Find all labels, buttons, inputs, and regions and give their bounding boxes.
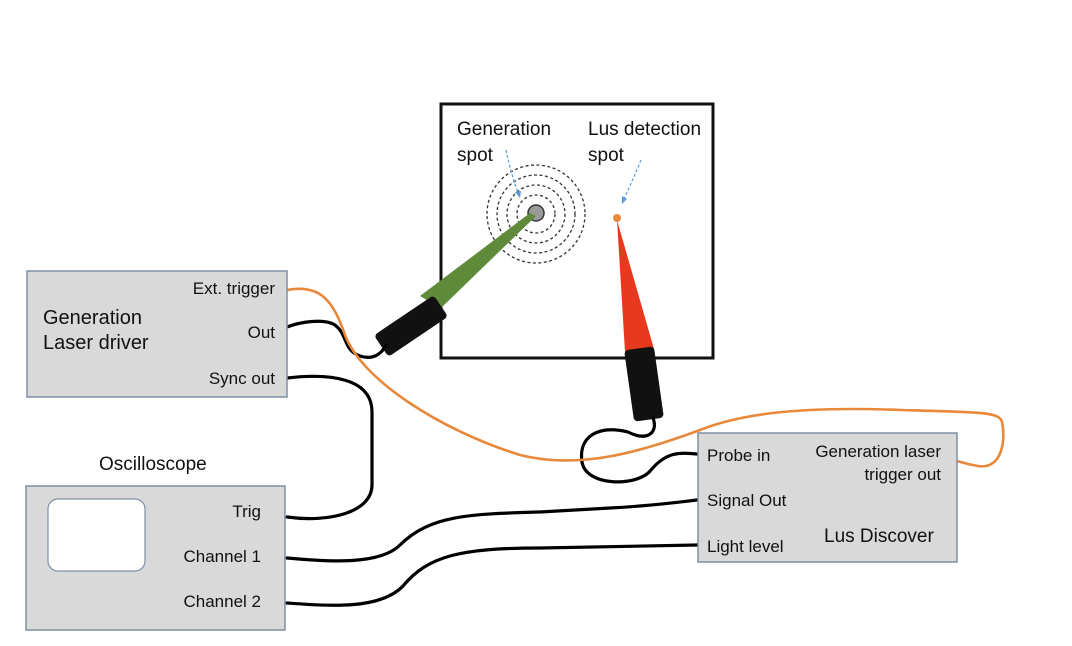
out-port: Out bbox=[248, 323, 276, 342]
oscilloscope-screen bbox=[47, 498, 146, 572]
laser-driver-title-line1: Generation bbox=[43, 307, 142, 329]
trigger-out-port-line2: trigger out bbox=[864, 465, 941, 484]
oscilloscope-title: Oscilloscope bbox=[99, 454, 207, 475]
generation-spot-arrow-icon bbox=[505, 149, 521, 199]
green-probe-icon bbox=[375, 213, 536, 356]
generation-spot-label-line2: spot bbox=[457, 145, 494, 166]
lus-discover-box: Probe in Signal Out Light level Generati… bbox=[697, 432, 958, 563]
lus-detection-spot-dot-icon bbox=[613, 214, 621, 222]
probe-in-port: Probe in bbox=[707, 446, 770, 465]
signal-out-port: Signal Out bbox=[707, 491, 787, 510]
lus-discover-title: Lus Discover bbox=[824, 526, 934, 547]
oscilloscope-box: Trig Channel 1 Channel 2 bbox=[25, 485, 286, 631]
channel-1-port: Channel 1 bbox=[183, 547, 261, 566]
ext-trigger-port: Ext. trigger bbox=[193, 279, 276, 298]
trig-port: Trig bbox=[232, 502, 261, 521]
sample-panel: Generation spot Lus detection spot bbox=[439, 102, 715, 360]
generation-spot-label-line1: Generation bbox=[457, 119, 551, 140]
laser-driver-title-line2: Laser driver bbox=[43, 332, 149, 354]
channel-2-port: Channel 2 bbox=[183, 592, 261, 611]
trigger-out-port-line1: Generation laser bbox=[815, 442, 941, 461]
lus-spot-arrow-icon bbox=[621, 159, 642, 204]
signal-cables bbox=[285, 319, 699, 607]
ultrasound-wave-rings bbox=[486, 164, 586, 264]
lus-spot-label-line2: spot bbox=[588, 145, 625, 166]
red-probe-icon bbox=[617, 220, 664, 422]
light-level-port: Light level bbox=[707, 537, 784, 556]
trigger-cable bbox=[285, 287, 1005, 468]
sync-out-port: Sync out bbox=[209, 369, 275, 388]
lus-spot-label-line1: Lus detection bbox=[588, 119, 701, 140]
laser-driver-box: Generation Laser driver Ext. trigger Out… bbox=[26, 270, 288, 398]
